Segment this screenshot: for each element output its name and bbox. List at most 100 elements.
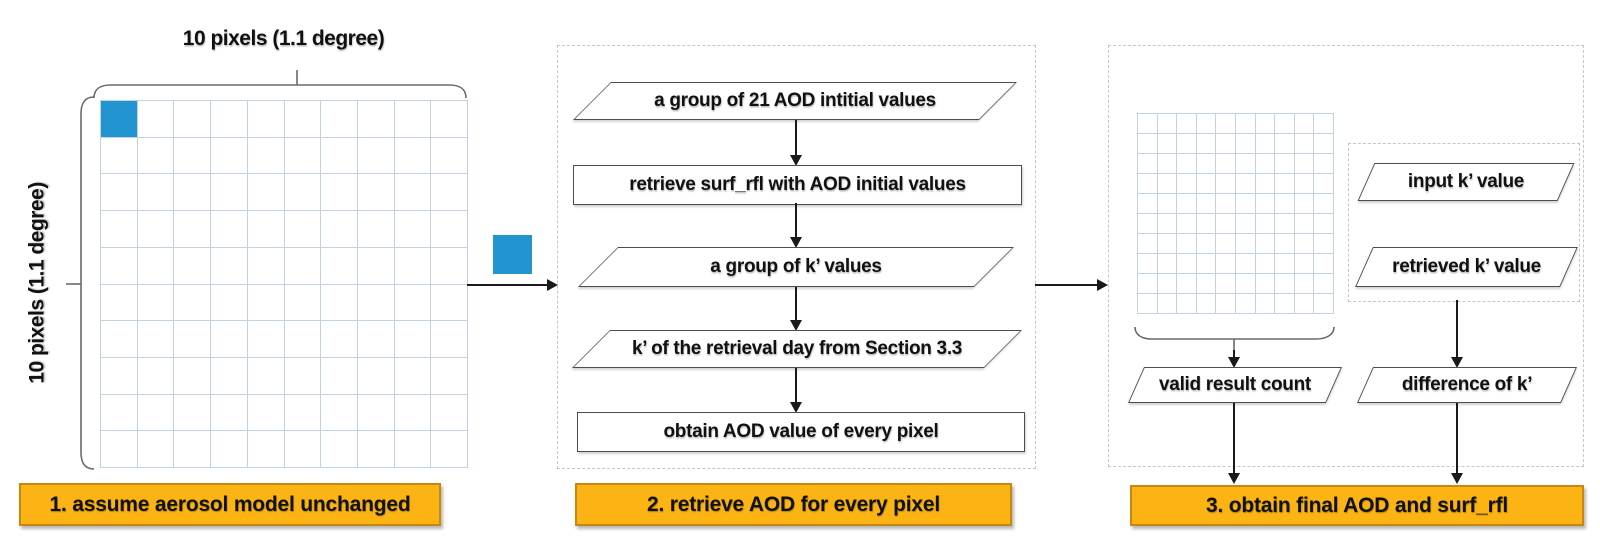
grid-cell bbox=[1255, 174, 1276, 194]
step3-panel bbox=[1108, 45, 1584, 467]
grid-cell bbox=[1138, 294, 1158, 314]
grid-cell bbox=[101, 357, 138, 395]
grid-cell bbox=[174, 137, 212, 175]
grid-cell bbox=[247, 174, 285, 212]
grid-cell bbox=[394, 321, 432, 358]
grid-cell bbox=[211, 247, 248, 285]
grid-cell bbox=[1177, 274, 1197, 294]
grid-cell bbox=[1216, 114, 1236, 134]
grid-cell bbox=[137, 321, 175, 358]
arrow-step2-4 bbox=[795, 368, 797, 411]
grid-cell bbox=[174, 394, 212, 432]
grid-cell bbox=[1196, 154, 1217, 174]
grid-cell bbox=[1294, 134, 1315, 154]
step2-caption: 2. retrieve AOD for every pixel bbox=[575, 483, 1012, 526]
group-of-k-values-parallelogram: a group of k’ values bbox=[578, 247, 1014, 287]
left-brace bbox=[66, 96, 95, 470]
top-brace bbox=[93, 70, 467, 99]
grid-cell bbox=[1275, 274, 1295, 294]
step3-caption: 3. obtain final AOD and surf_rfl bbox=[1130, 485, 1584, 526]
grid-cell bbox=[1294, 254, 1315, 274]
grid-cell bbox=[1275, 254, 1295, 274]
grid-cell bbox=[357, 137, 395, 175]
grid-cell bbox=[1275, 234, 1295, 254]
grid-cell bbox=[174, 357, 212, 395]
grid-cell bbox=[1255, 114, 1276, 134]
grid-cell bbox=[1294, 154, 1315, 174]
grid-cell bbox=[211, 321, 248, 358]
arrow-step2-3 bbox=[795, 287, 797, 329]
grid-cell bbox=[1294, 234, 1315, 254]
grid-cell bbox=[137, 174, 175, 212]
grid-cell bbox=[1216, 254, 1236, 274]
result-grid-10x10 bbox=[1137, 113, 1334, 314]
arrow-grid-to-valid-count bbox=[1233, 350, 1235, 366]
aod-initial-values-parallelogram: a group of 21 AOD intitial values bbox=[573, 82, 1017, 120]
grid-cell bbox=[1275, 294, 1295, 314]
grid-cell bbox=[101, 394, 138, 432]
grid-cell bbox=[357, 211, 395, 248]
grid-cell bbox=[431, 431, 468, 468]
grid-cell bbox=[1314, 194, 1334, 214]
grid-cell bbox=[137, 211, 175, 248]
grid-cell bbox=[137, 357, 175, 395]
grid-cell bbox=[1216, 214, 1236, 234]
grid-cell bbox=[1196, 114, 1217, 134]
grid-cell bbox=[394, 284, 432, 322]
grid-cell bbox=[1314, 274, 1334, 294]
grid-cell bbox=[357, 431, 395, 468]
grid-cell bbox=[321, 174, 358, 212]
arrow-step2-to-step3 bbox=[1035, 284, 1106, 286]
grid-cell bbox=[1314, 114, 1334, 134]
grid-cell bbox=[1294, 274, 1315, 294]
grid-cell bbox=[1138, 154, 1158, 174]
grid-height-label: 10 pixels (1.1 degree) bbox=[25, 182, 49, 384]
grid-cell bbox=[1177, 114, 1197, 134]
highlighted-pixel-cell bbox=[101, 101, 138, 138]
grid-cell bbox=[1236, 154, 1256, 174]
retrieved-k-parallelogram: retrieved k’ value bbox=[1355, 247, 1578, 287]
grid-cell bbox=[1236, 174, 1256, 194]
grid-cell bbox=[101, 431, 138, 468]
grid-cell bbox=[357, 284, 395, 322]
grid-cell bbox=[284, 137, 322, 175]
grid-cell bbox=[321, 101, 358, 138]
grid-cell bbox=[357, 394, 395, 432]
grid-cell bbox=[1157, 274, 1178, 294]
grid-cell bbox=[101, 211, 138, 248]
grid-cell bbox=[1294, 214, 1315, 234]
grid-cell bbox=[321, 137, 358, 175]
grid-cell bbox=[1294, 114, 1315, 134]
grid-cell bbox=[247, 284, 285, 322]
grid-cell bbox=[1196, 234, 1217, 254]
grid-cell bbox=[431, 247, 468, 285]
grid-cell bbox=[1275, 114, 1295, 134]
grid-cell bbox=[321, 431, 358, 468]
grid-cell bbox=[1236, 214, 1256, 234]
grid-cell bbox=[1157, 134, 1178, 154]
grid-cell bbox=[1294, 174, 1315, 194]
grid-cell bbox=[284, 394, 322, 432]
arrow-step2-2 bbox=[795, 203, 797, 246]
grid-cell bbox=[394, 137, 432, 175]
grid-cell bbox=[1157, 194, 1178, 214]
grid-cell bbox=[1255, 214, 1276, 234]
grid-cell bbox=[1157, 174, 1178, 194]
grid-cell bbox=[1216, 274, 1236, 294]
grid-cell bbox=[431, 137, 468, 175]
grid-cell bbox=[1314, 174, 1334, 194]
grid-cell bbox=[211, 284, 248, 322]
grid-cell bbox=[394, 247, 432, 285]
grid-cell bbox=[431, 174, 468, 212]
grid-cell bbox=[394, 211, 432, 248]
grid-cell bbox=[1314, 234, 1334, 254]
grid-cell bbox=[357, 101, 395, 138]
grid-cell bbox=[1314, 294, 1334, 314]
grid-cell bbox=[357, 321, 395, 358]
grid-cell bbox=[1138, 214, 1158, 234]
grid-cell bbox=[431, 101, 468, 138]
grid-cell bbox=[211, 174, 248, 212]
grid-cell bbox=[1216, 294, 1236, 314]
step1-caption: 1. assume aerosol model unchanged bbox=[19, 483, 441, 526]
